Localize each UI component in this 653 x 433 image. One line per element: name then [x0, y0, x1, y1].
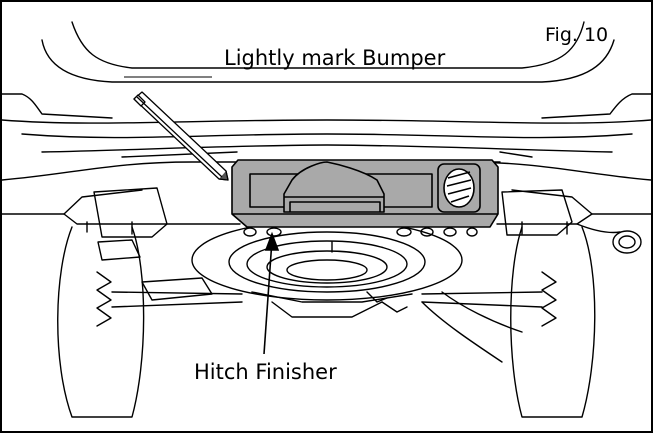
caption-lightly-mark-bumper: Lightly mark Bumper — [224, 46, 446, 70]
left-spring — [96, 271, 112, 327]
right-wheel — [510, 226, 596, 418]
pencil-icon — [133, 91, 229, 181]
hitch-finisher — [231, 159, 499, 228]
figure-number: Fig. 10 — [545, 24, 609, 46]
exhaust-pipe — [612, 230, 642, 254]
bumper-upper-line — [2, 119, 651, 124]
caption-hitch-finisher: Hitch Finisher — [194, 360, 337, 384]
bumper-bottom-edge — [2, 213, 241, 225]
arrow-icon — [263, 231, 280, 355]
hatch-outline — [41, 39, 615, 83]
spare-tire-rim — [228, 231, 426, 293]
hatch-inner-outline — [71, 21, 585, 69]
bumper-lower-line — [21, 133, 633, 139]
right-spring — [541, 271, 557, 327]
